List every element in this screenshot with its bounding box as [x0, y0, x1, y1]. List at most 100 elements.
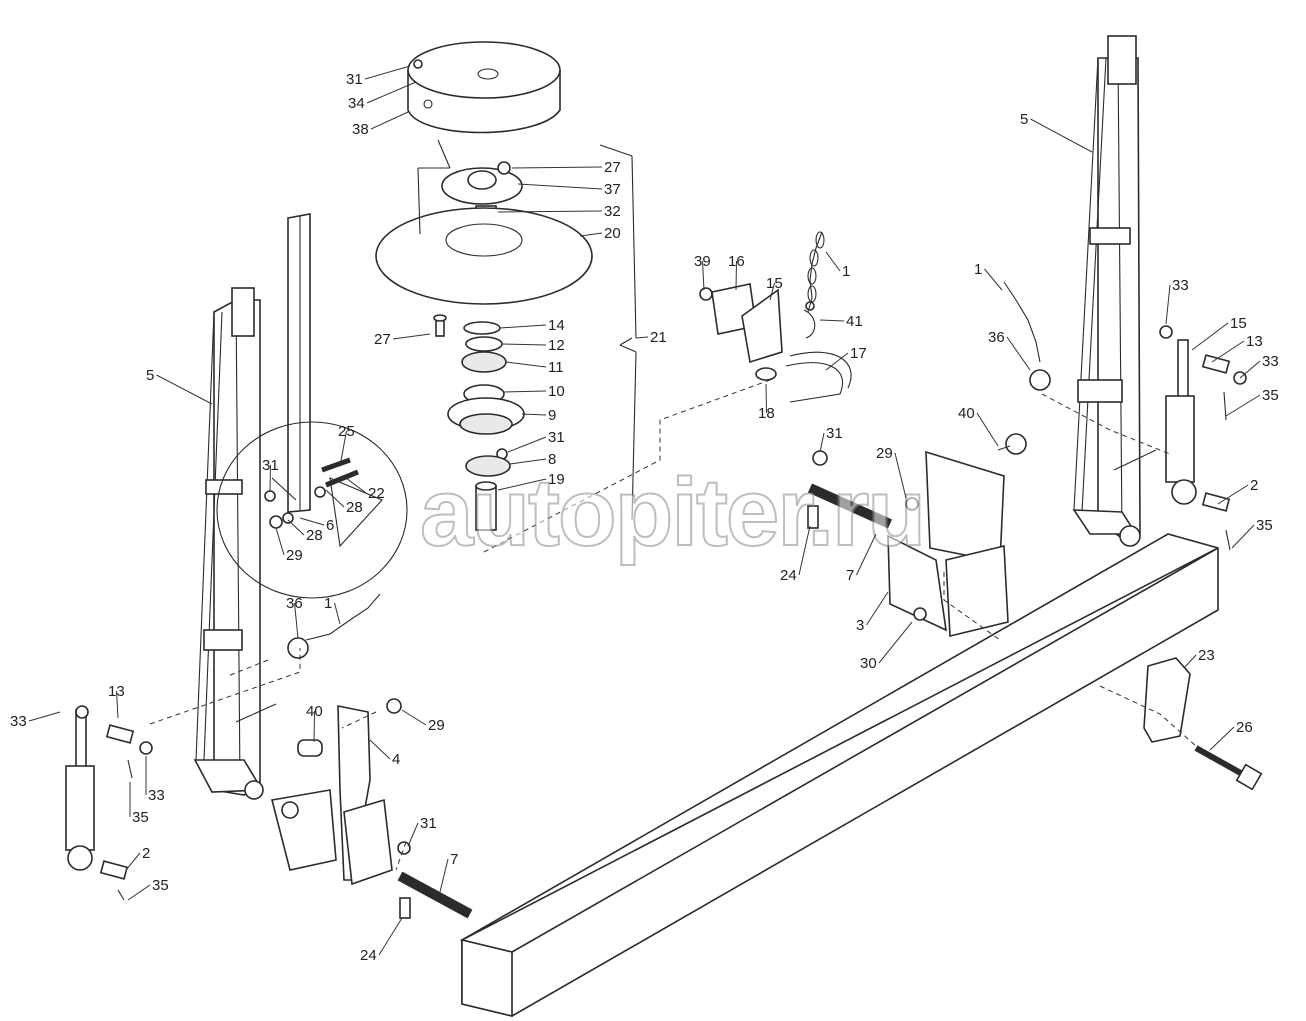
leader-c12 [501, 343, 547, 346]
callout-c1b: 1 [324, 595, 332, 612]
leader-c19 [497, 478, 547, 491]
leader-c21 [635, 336, 649, 339]
leader-c31e [819, 432, 825, 453]
leader-c29a [275, 527, 285, 556]
leader-c4 [369, 739, 391, 760]
callout-c33a: 33 [10, 713, 27, 730]
watermark: autopiter.ru [420, 459, 924, 566]
callout-c31b: 31 [548, 429, 565, 446]
leader-c24b [798, 525, 811, 576]
callout-c1a: 1 [842, 263, 850, 280]
leader-c15a [769, 282, 775, 301]
leader-c1a [825, 251, 841, 272]
callout-c24b: 24 [780, 567, 797, 584]
callout-c26: 26 [1236, 719, 1253, 736]
leader-c39 [702, 260, 705, 291]
leader-c24a [378, 917, 403, 956]
leader-c14 [499, 324, 547, 329]
leader-c25 [339, 430, 347, 467]
leader-c32 [497, 210, 603, 213]
leader-c31d [407, 822, 419, 847]
callout-c33c: 33 [1172, 277, 1189, 294]
callout-c4: 4 [392, 751, 400, 768]
callout-c28b: 28 [306, 527, 323, 544]
callout-c36b: 36 [988, 329, 1005, 346]
leader-c27b [392, 333, 431, 340]
callout-c31a: 31 [346, 71, 363, 88]
leader-c8 [509, 458, 547, 465]
leader-c11 [505, 361, 547, 368]
leader-c2a [125, 852, 141, 871]
leader-c40b [976, 412, 999, 447]
beam-clamp [1143, 657, 1263, 791]
callout-c35d: 35 [1256, 517, 1273, 534]
callout-c31e: 31 [826, 425, 843, 442]
detail-fasteners [264, 457, 359, 529]
leader-c1c [984, 268, 1003, 291]
callout-c35c: 35 [1262, 387, 1279, 404]
leader-c23 [1183, 654, 1197, 669]
leader-c26 [1209, 726, 1235, 751]
leader-c33c [1165, 284, 1171, 325]
leader-c1b [334, 602, 341, 625]
callout-c38: 38 [352, 121, 369, 138]
main-beam [459, 533, 1219, 1018]
leader-c33d [1239, 360, 1261, 379]
callout-c11: 11 [548, 359, 564, 376]
leader-c34 [366, 81, 417, 104]
callout-c1c: 1 [974, 261, 982, 278]
leader-c20 [579, 232, 603, 237]
leader-c36a [294, 602, 299, 639]
right-bracket [807, 433, 1027, 638]
callout-c2b: 2 [1250, 477, 1258, 494]
coupling-assembly [699, 231, 852, 403]
callout-c18: 18 [758, 405, 775, 422]
leader-c40a [313, 710, 315, 743]
leader-c22 [345, 477, 367, 494]
leader-c6 [299, 517, 325, 526]
leader-c13b [1211, 340, 1245, 363]
callout-c8: 8 [548, 451, 556, 468]
callout-c31d: 31 [420, 815, 437, 832]
leader-c31a [364, 65, 411, 80]
leader-c18 [765, 383, 767, 414]
callout-c7a: 7 [450, 851, 458, 868]
callout-c13b: 13 [1246, 333, 1263, 350]
leader-c36b [1006, 336, 1031, 371]
leader-c30 [878, 621, 913, 664]
leader-c33a [28, 711, 61, 722]
callout-c29a: 29 [286, 547, 303, 564]
callout-c2a: 2 [142, 845, 150, 862]
callout-c33d: 33 [1262, 353, 1279, 370]
assembly-lines [149, 379, 1197, 871]
callout-c27b: 27 [374, 331, 391, 348]
callout-c34: 34 [348, 95, 365, 112]
right-stand-frame [1072, 35, 1157, 547]
callout-c32: 32 [604, 203, 621, 220]
leader-c16 [735, 260, 737, 291]
leader-c35d [1231, 524, 1255, 549]
leader-c29c [894, 452, 907, 499]
callout-c40b: 40 [958, 405, 975, 422]
callout-c5a: 5 [146, 367, 154, 384]
detail-circle [216, 421, 408, 599]
leader-c28a [325, 489, 345, 508]
left-bracket [271, 698, 473, 919]
leader-c3 [866, 591, 889, 626]
callout-c29c: 29 [876, 445, 893, 462]
callout-c7b: 7 [846, 567, 854, 584]
leader-c29b [401, 709, 427, 726]
callout-c5b: 5 [1020, 111, 1028, 128]
leader-c28b [287, 519, 305, 536]
callout-c14: 14 [548, 317, 565, 334]
callout-c30: 30 [860, 655, 877, 672]
disc-assembly [375, 41, 637, 531]
leader-c10 [503, 390, 547, 393]
callout-c21: 21 [650, 329, 667, 346]
callout-c19: 19 [548, 471, 565, 488]
leader-c31c [269, 464, 271, 493]
leader-c13a [116, 690, 119, 719]
callout-c3: 3 [856, 617, 864, 634]
callout-c15b: 15 [1230, 315, 1247, 332]
